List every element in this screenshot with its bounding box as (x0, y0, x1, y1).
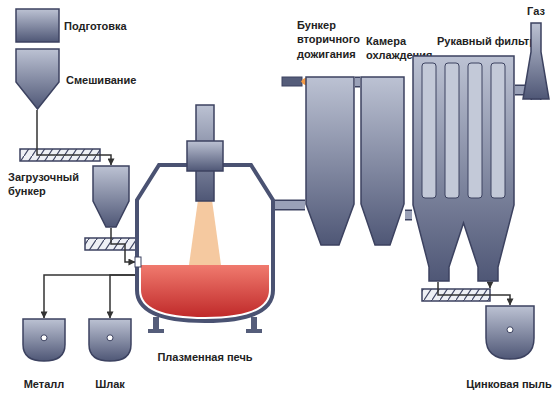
shape-rect (187, 141, 223, 171)
flow-line (110, 275, 135, 318)
shape-path (93, 166, 129, 227)
label-box: Газ (514, 4, 558, 18)
duct-fill (275, 201, 305, 209)
equipment-shape (88, 318, 132, 362)
gas-stack: Газ (522, 22, 550, 100)
shape-path (486, 306, 534, 359)
equipment-shape (15, 48, 60, 110)
gas-duct (405, 215, 412, 216)
label-box: Смешивание (66, 73, 156, 87)
equipment-shape (22, 318, 66, 362)
shape-path (89, 319, 131, 361)
mixer-hopper: Смешивание (15, 48, 60, 110)
connector-line (111, 228, 135, 262)
shape-path (23, 319, 65, 361)
shape-rect (153, 317, 159, 331)
equipment-shape (360, 76, 405, 246)
gas-duct (275, 205, 305, 206)
shape-rect (251, 317, 257, 331)
shape-rect (422, 63, 436, 198)
flow-line (438, 282, 510, 305)
equipment-label: Загрузочный бункер (8, 170, 90, 199)
cooling-chamber: Камера охлаждения (360, 76, 405, 246)
bag-filter: Рукавный фильтр (412, 55, 515, 282)
shape-path (413, 56, 514, 281)
label-box: Металл (10, 377, 78, 391)
duct-fill (355, 78, 360, 86)
gas-duct (355, 82, 360, 83)
equipment-label: Смешивание (66, 73, 156, 87)
shape-rect (282, 77, 302, 86)
connector-line (438, 282, 510, 305)
equipment-shape (485, 305, 535, 360)
flow-line (111, 228, 135, 262)
equipment-label: Подготовка (64, 19, 154, 33)
shape-path (523, 23, 549, 99)
equipment-label: Цинковая пыль (460, 377, 558, 391)
flow-line (44, 275, 135, 318)
equipment-shape (522, 22, 550, 100)
shape-path (361, 77, 404, 245)
label-box: Плазменная печь (140, 350, 270, 364)
equipment-shape (92, 165, 130, 228)
feed-arrow (489, 282, 491, 288)
plasma-furnace: Плазменная печь (135, 105, 275, 333)
shape-rect (246, 329, 262, 333)
feed-hopper: Загрузочный бункер (92, 165, 130, 228)
metal-ladle: Металл (22, 318, 66, 362)
shape-rect (445, 63, 459, 198)
duct-fill (405, 211, 412, 219)
shape-rect (468, 63, 482, 198)
label-box: Загрузочный бункер (8, 170, 90, 199)
connector-line (37, 110, 111, 165)
prep-box: Подготовка (15, 8, 60, 43)
equipment-shape (15, 8, 60, 43)
slag-ladle: Шлак (88, 318, 132, 362)
connector-line (275, 204, 305, 206)
duct-outline (405, 210, 412, 221)
shape-circle (41, 335, 47, 341)
shape-circle (107, 335, 113, 341)
equipment-shape (412, 55, 515, 282)
zinc-dust-bin: Цинковая пыль (485, 305, 535, 360)
connector-line (405, 214, 412, 216)
afterburner-bunker: Бункер вторичного дожигания (305, 76, 355, 246)
label-box: Шлак (78, 377, 142, 391)
shape-rect (491, 63, 505, 198)
duct-outline (355, 77, 360, 88)
connector-line (110, 275, 135, 318)
shape-rect (16, 9, 59, 42)
flow-line (37, 110, 111, 165)
connector-line (355, 81, 360, 83)
equipment-label: Металл (10, 377, 78, 391)
shape-path (16, 49, 59, 109)
shape-circle (507, 327, 513, 333)
equipment-label: Бункер вторичного дожигания (297, 18, 365, 61)
shape-path (306, 77, 354, 245)
equipment-shape (135, 105, 275, 333)
equipment-shape (305, 76, 355, 246)
equipment-label: Плазменная печь (140, 350, 270, 364)
connector-line (44, 275, 135, 318)
label-box: Бункер вторичного дожигания (297, 18, 365, 61)
shape-polygon (189, 200, 221, 265)
duct-outline (275, 200, 305, 211)
shape-path (141, 265, 269, 317)
equipment-label: Шлак (78, 377, 142, 391)
label-box: Цинковая пыль (460, 377, 558, 391)
equipment-label: Газ (514, 4, 558, 18)
shape-rect (135, 257, 141, 267)
label-box: Подготовка (64, 19, 154, 33)
shape-rect (148, 329, 164, 333)
